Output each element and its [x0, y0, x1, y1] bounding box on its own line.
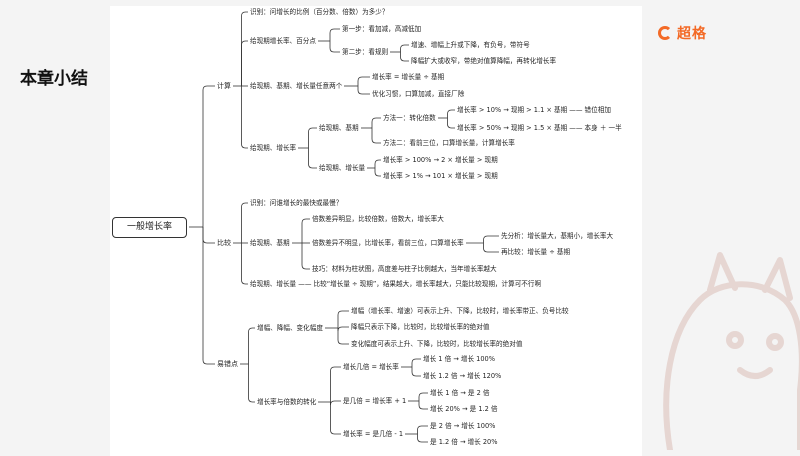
mindmap-node-pb2x: 增长 1 倍 → 是 2 倍	[430, 388, 490, 397]
mindmap-node-cp1c: 技巧：材料为柱状图，高度差与柱子比例越大，当年增长率越大	[312, 264, 497, 273]
mindmap-node-pb3x: 是 2 倍 → 增长 100%	[430, 421, 496, 430]
mindmap-node-pb3y: 是 1.2 倍 → 增长 20%	[430, 437, 498, 446]
mindmap-node-pb1x: 增长 1 倍 → 增长 100%	[423, 354, 496, 363]
connector-pb2x	[418, 392, 428, 401]
mindmap-node-m1b: 增长率 > 50% → 现期 > 1.5 × 基期 —— 本身 ＋ 一半	[457, 123, 622, 132]
connector-c3b2	[374, 168, 381, 177]
mindmap-node-c1r1: 增速、增幅上升或下降，有负号，带符号	[411, 40, 530, 49]
mindmap-node-pb1y: 增长 1.2 倍 → 增长 120%	[423, 371, 502, 380]
mindmap-node-cp1: 给现期、基期	[250, 238, 290, 247]
mindmap-node-pa1: 增幅（增长率、增速）可表示上升、下降，比较时，增长率带正、负号比较	[351, 306, 569, 315]
mindmap-node-pit: 易错点	[217, 359, 238, 368]
connector-c3b	[308, 148, 317, 169]
connector-cp2	[241, 243, 248, 285]
connector-m2	[371, 128, 381, 144]
connector-calc	[202, 85, 215, 227]
brand-mark-icon	[658, 26, 672, 40]
mindmap-node-cp1b: 倍数差异不明显，比增长率，看前三位，口算增长率	[312, 238, 464, 247]
mindmap-node-cp1by: 再比较：增长量 ÷ 基期	[501, 247, 571, 256]
mindmap-node-c3: 给现期、增长率	[250, 143, 297, 152]
connector-pb1x	[411, 358, 421, 367]
mascot-watermark-icon	[663, 252, 800, 450]
mindmap-node-pb3: 增长率 = 是几倍 - 1	[343, 429, 404, 438]
mindmap-node-cmp: 比较	[217, 238, 231, 247]
mindmap-node-pb1: 增长几倍 = 增长率	[343, 362, 399, 371]
mindmap-node-pb2: 是几倍 = 增长率 + 1	[343, 396, 407, 405]
mindmap-node-cp1bx: 先分析：增长量大，基期小，增长率大	[501, 231, 614, 240]
mindmap-node-m2: 方法二：看前三位，口算增长量，计算增长率	[383, 138, 515, 147]
connector-c1s1	[329, 28, 340, 41]
mindmap-node-pb2y: 增长 20% → 是 1.2 倍	[430, 404, 498, 413]
mindmap-node-c2: 给现期、基期、增长量任意两个	[250, 81, 343, 90]
mindmap-node-cmpi: 识别：问谁增长的最快或最慢？	[250, 198, 343, 207]
chapter-summary-heading: 本章小结	[20, 69, 88, 89]
mindmap-node-c3a: 给现期、基期	[319, 123, 359, 132]
brand-name: 超格	[677, 26, 707, 42]
connector-cp1bx	[483, 235, 499, 243]
connector-ci	[241, 11, 248, 86]
connector-pb1y	[411, 367, 421, 377]
mindmap-node-pa2: 降幅只表示下降，比较时，比较增长率的绝对值	[351, 322, 490, 331]
connector-pa1	[337, 310, 349, 328]
mindmap-node-c1r2: 降幅扩大或收窄，带绝对值算降幅，再转化增长率	[411, 56, 557, 65]
mindmap-node-c3b1: 增长率 > 100% → 2 × 增长量 > 现期	[383, 155, 498, 164]
connector-pb1	[330, 366, 341, 402]
mindmap-node-c1s2: 第二步：看规则	[342, 47, 389, 56]
mindmap-node-cp2: 给现期、增长量 —— 比较“增长量 ÷ 现期”，结果越大，增长率越大，只能比较现…	[250, 279, 542, 288]
mindmap-node-m1a: 增长率 > 10% → 现期 > 1.1 × 基期 —— 错位相加	[457, 105, 611, 114]
mindmap-node-c3b2: 增长率 > 1% → 101 × 增长量 > 现期	[383, 171, 498, 180]
connector-pa	[248, 327, 255, 364]
mindmap-canvas	[110, 6, 642, 456]
connector-pb3	[330, 402, 341, 435]
connector-c3	[241, 86, 248, 149]
mindmap-node-pb: 增长率与倍数的转化	[257, 397, 317, 406]
connector-pb3x	[417, 425, 428, 434]
connector-c1r1	[400, 44, 409, 52]
mindmap-node-cp1a: 倍数差异明显，比较倍数，倍数大，增长率大	[312, 214, 444, 223]
mindmap-node-c1s1: 第一步：看加减，高减低加	[342, 24, 422, 33]
connector-cmpi	[241, 202, 248, 243]
connector-c2t	[357, 86, 370, 95]
mindmap-node-pa: 增幅、降幅、变化幅度	[257, 323, 323, 332]
mindmap-node-ci: 识别：问增长的比例（百分数、倍数）为多少？	[250, 7, 389, 16]
connector-cp1by	[483, 243, 499, 253]
connector-pb	[248, 364, 255, 403]
mindmap-node-c2f: 增长率 = 增长量 ÷ 基期	[372, 72, 445, 81]
brand-logo: 超格	[658, 22, 707, 44]
connector-m1b	[447, 118, 455, 129]
connector-c2f	[357, 76, 370, 86]
connector-pb2y	[418, 401, 428, 410]
mindmap-node-m1: 方法一：转化倍数	[383, 113, 436, 122]
connector-pb3y	[417, 434, 428, 443]
connector-c1	[241, 40, 248, 86]
mindmap-node-c2t: 优化习惯，口算加减，直接厂除	[372, 89, 465, 98]
mindmap-root: 一般增长率	[112, 216, 188, 238]
mindmap-node-c1: 给现期增长率、百分点	[250, 36, 316, 45]
connector-m1a	[447, 109, 455, 118]
connector-cp1c	[301, 243, 310, 270]
connector-pit	[202, 227, 215, 365]
connector-cp1a	[301, 218, 310, 243]
mindmap-node-pa3: 变化幅度可表示上升、下降，比较时，比较增长率的绝对值	[351, 339, 523, 348]
connector-c3b1	[374, 159, 381, 168]
connector-c3a	[308, 127, 317, 148]
mindmap-node-calc: 计算	[217, 81, 231, 90]
connector-pa3	[337, 328, 349, 345]
connector-m1	[371, 117, 381, 128]
connector-c1s2	[329, 41, 340, 53]
connector-c1r2	[400, 52, 409, 62]
mindmap-node-c3b: 给现期、增长量	[319, 163, 366, 172]
